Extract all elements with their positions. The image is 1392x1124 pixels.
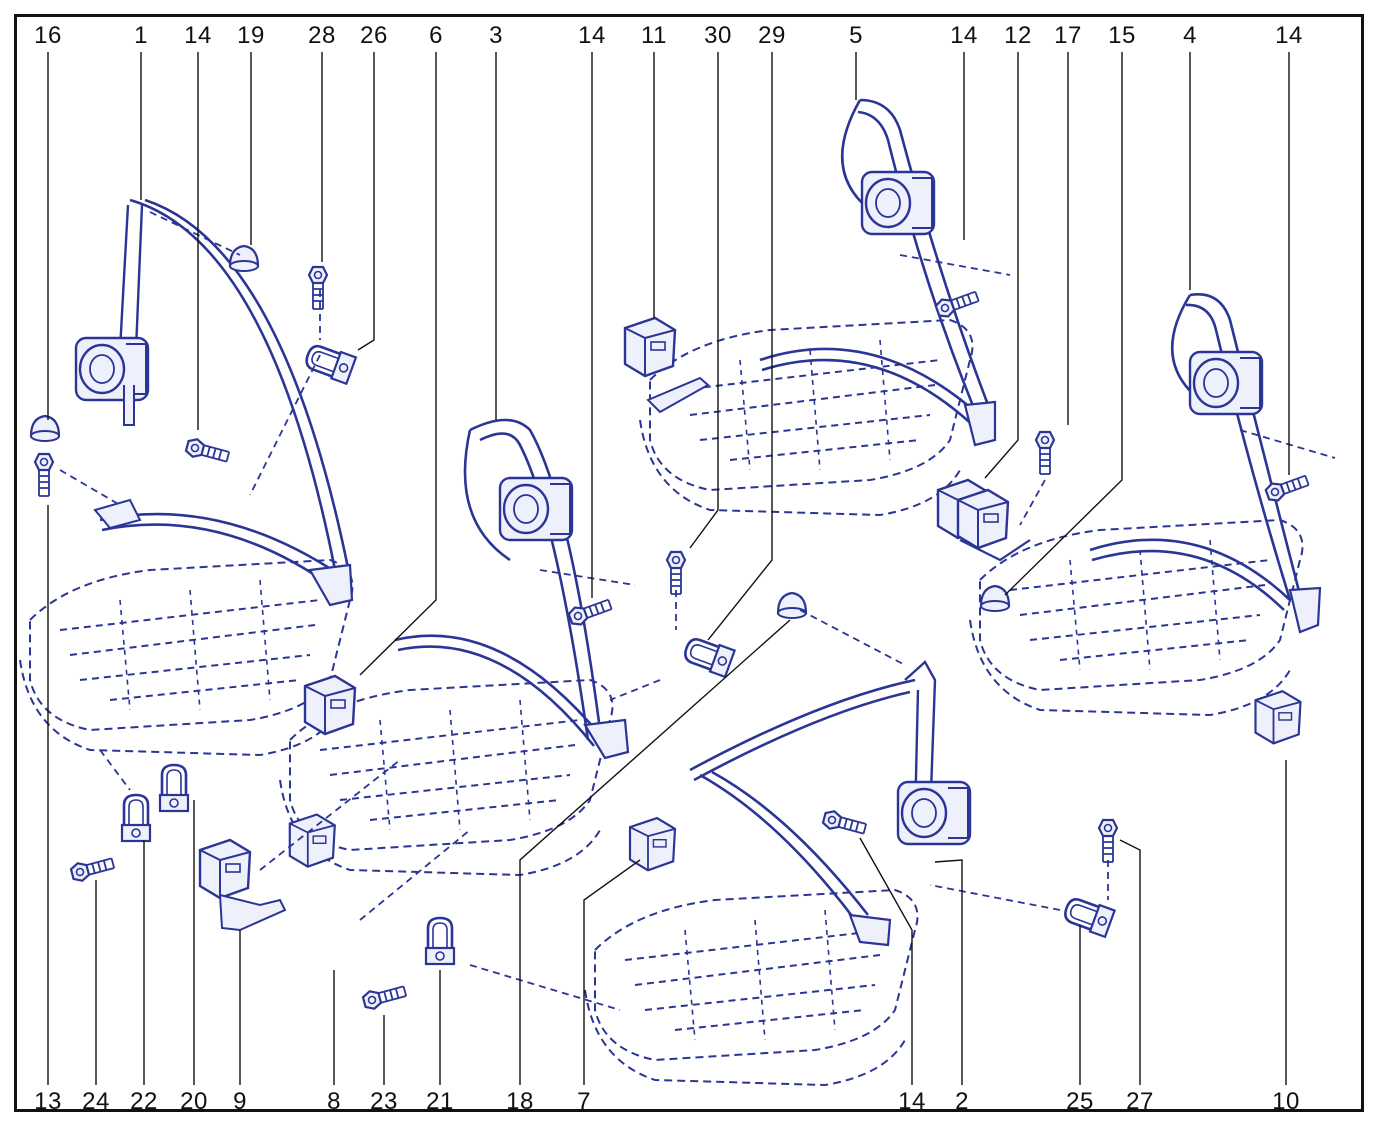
cap-19 bbox=[228, 244, 260, 273]
d-ring-29 bbox=[680, 633, 736, 679]
callout-top-5: 28 bbox=[308, 22, 336, 49]
belt-webbing-1-lap bbox=[99, 512, 341, 590]
callout-bottom-6: 8 bbox=[327, 1088, 341, 1115]
callout-bottom-8: 21 bbox=[426, 1088, 454, 1115]
bolt-23 bbox=[360, 981, 409, 1012]
bolt-14c bbox=[933, 286, 982, 321]
cap-18 bbox=[776, 591, 808, 620]
callout-bottom-5: 9 bbox=[233, 1088, 247, 1115]
callout-bottom-4: 20 bbox=[180, 1088, 208, 1115]
belt-webbing-2-lap bbox=[689, 678, 916, 782]
callout-top-18: 4 bbox=[1183, 22, 1197, 49]
leader-lines bbox=[47, 52, 1290, 1085]
d-ring-20 bbox=[158, 763, 190, 813]
buckle-8 bbox=[288, 813, 336, 868]
callout-bottom-10: 7 bbox=[577, 1088, 591, 1115]
buckle-6 bbox=[303, 674, 357, 736]
buckle-11 bbox=[623, 316, 677, 378]
bolt-14b bbox=[566, 594, 615, 629]
belt-webbing-3 bbox=[463, 418, 602, 741]
callout-bottom-3: 22 bbox=[130, 1088, 158, 1115]
callout-bottom-11: 14 bbox=[898, 1088, 926, 1115]
callout-top-6: 26 bbox=[360, 22, 388, 49]
callout-top-8: 3 bbox=[489, 22, 503, 49]
belt-webbing-1 bbox=[129, 198, 350, 571]
diagram-frame bbox=[14, 14, 1364, 1112]
callout-top-17: 15 bbox=[1108, 22, 1136, 49]
callout-bottom-9: 18 bbox=[506, 1088, 534, 1115]
retractor-3 bbox=[498, 476, 574, 542]
callout-top-7: 6 bbox=[429, 22, 443, 49]
bolt-27 bbox=[1097, 818, 1119, 864]
cap-15 bbox=[979, 584, 1011, 613]
callout-bottom-12: 2 bbox=[955, 1088, 969, 1115]
callout-top-10: 11 bbox=[641, 22, 667, 49]
callout-top-11: 30 bbox=[704, 22, 732, 49]
bolt-14a bbox=[183, 436, 232, 467]
bolt-24 bbox=[68, 853, 117, 884]
callout-top-12: 29 bbox=[758, 22, 786, 49]
callout-top-14: 14 bbox=[950, 22, 978, 49]
belt-webbing-5-lap bbox=[759, 347, 991, 435]
bolt-14e bbox=[820, 808, 869, 839]
bolt-28 bbox=[307, 265, 329, 311]
callout-top-19: 14 bbox=[1275, 22, 1303, 49]
bolt-17 bbox=[1034, 430, 1056, 476]
callout-top-13: 5 bbox=[849, 22, 863, 49]
bolt-13 bbox=[33, 452, 55, 498]
callout-top-3: 14 bbox=[184, 22, 212, 49]
callout-top-15: 12 bbox=[1004, 22, 1032, 49]
bolt-30 bbox=[665, 550, 687, 596]
callout-top-1: 16 bbox=[34, 22, 62, 49]
buckle-9 bbox=[198, 838, 252, 900]
callout-top-9: 14 bbox=[578, 22, 606, 49]
belt-webbing-4 bbox=[1170, 292, 1302, 601]
callout-bottom-14: 27 bbox=[1126, 1088, 1154, 1115]
belt-webbing-4-lap bbox=[1089, 538, 1291, 611]
callout-bottom-13: 25 bbox=[1066, 1088, 1094, 1115]
callout-bottom-7: 23 bbox=[370, 1088, 398, 1115]
callout-bottom-2: 24 bbox=[82, 1088, 110, 1115]
retractor-5 bbox=[860, 170, 936, 236]
retractor-4 bbox=[1188, 350, 1264, 416]
callout-bottom-15: 10 bbox=[1272, 1088, 1300, 1115]
twin-buckle-12 bbox=[936, 478, 1031, 562]
belt-webbing-3-lap bbox=[394, 634, 601, 747]
d-ring-25 bbox=[1060, 893, 1116, 939]
cap-16 bbox=[29, 414, 61, 443]
callout-top-4: 19 bbox=[237, 22, 265, 49]
d-ring-22 bbox=[120, 793, 152, 843]
callout-top-2: 1 bbox=[134, 22, 148, 49]
d-ring-26 bbox=[301, 340, 358, 386]
d-ring-21 bbox=[424, 916, 456, 966]
buckle-10 bbox=[1254, 690, 1302, 745]
callout-bottom-1: 13 bbox=[34, 1088, 62, 1115]
bolt-14d bbox=[1263, 470, 1312, 505]
retractor-1 bbox=[74, 336, 150, 402]
callout-top-16: 17 bbox=[1054, 22, 1082, 49]
retractor-2 bbox=[896, 780, 972, 846]
seat-frame-right bbox=[969, 519, 1304, 716]
seat-frame-left bbox=[19, 559, 354, 756]
